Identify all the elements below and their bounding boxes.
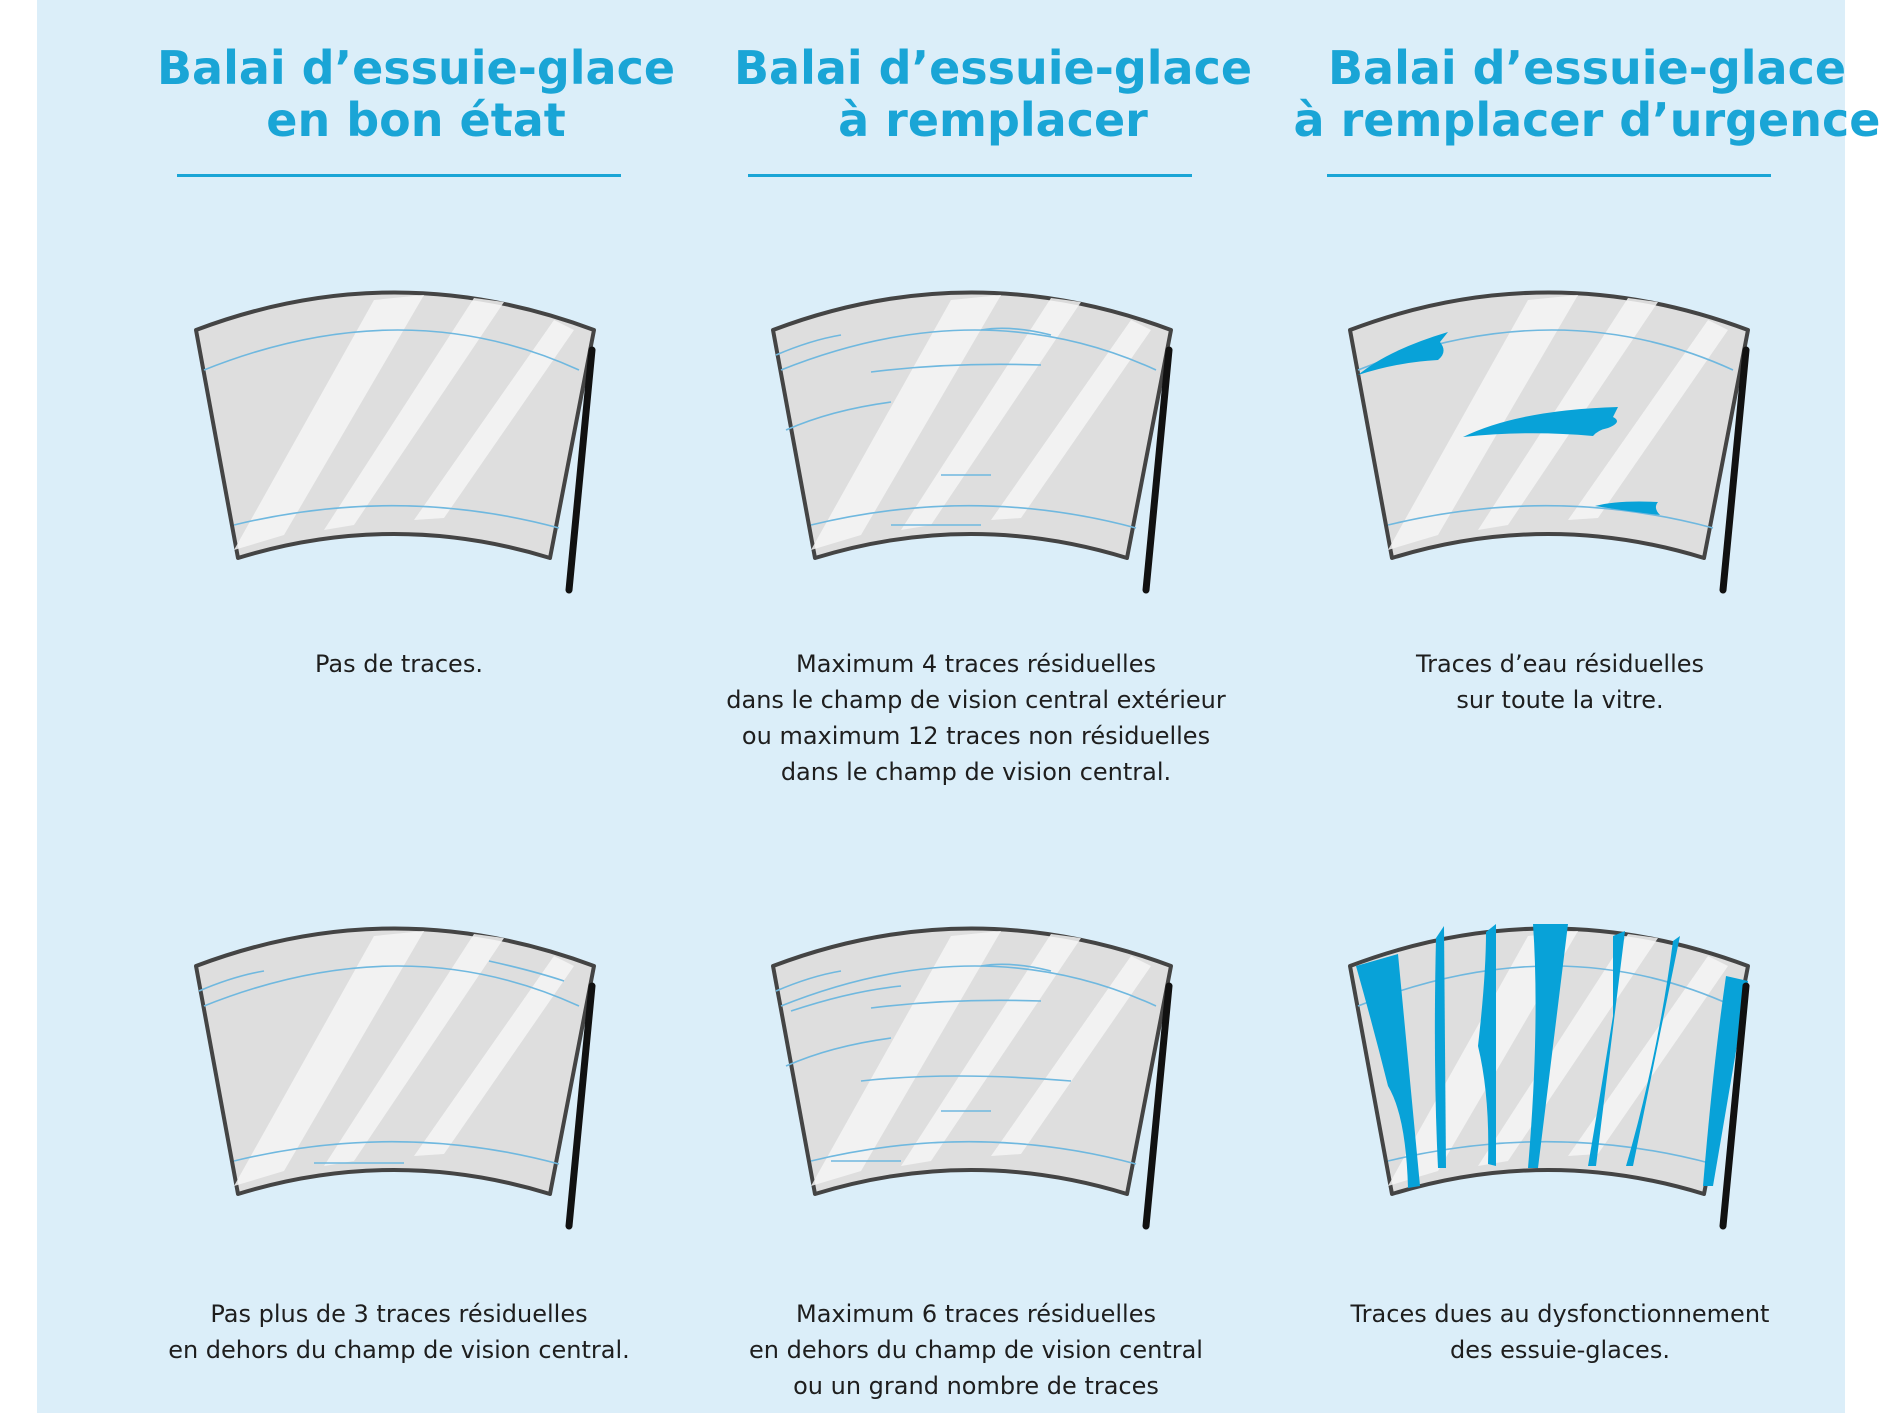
caption-line: Maximum 6 traces résiduelles	[796, 1300, 1156, 1328]
title-underline	[1327, 174, 1771, 177]
caption-line: en dehors du champ de vision central	[749, 1336, 1203, 1364]
caption-line: ou maximum 12 traces non résiduelles	[741, 722, 1211, 750]
caption-line: Maximum 4 traces résiduelles	[796, 650, 1156, 678]
windshield-icon	[194, 290, 596, 560]
title-line: en bon état	[266, 93, 566, 147]
windshield-icon	[771, 290, 1173, 560]
wiper-blade-icon	[1719, 982, 1750, 1230]
caption-line: ou un grand nombre de traces	[793, 1372, 1159, 1400]
wiper-blade-icon	[1142, 346, 1173, 594]
windshield-urgent-2	[1348, 924, 1750, 1230]
wiper-blade-icon	[565, 982, 596, 1230]
caption-line: sur toute la vitre.	[1456, 686, 1664, 714]
caption-line: Traces dues au dysfonctionnement	[1350, 1300, 1770, 1328]
wiper-blade-icon	[565, 346, 596, 594]
water-streak-icon	[1358, 332, 1660, 515]
title-line: Balai d’essuie-glace	[733, 41, 1253, 95]
caption-line: Pas plus de 3 traces résiduelles	[210, 1300, 588, 1328]
windshield-replace-2	[771, 926, 1173, 1230]
windshield-replace-1	[771, 290, 1173, 594]
caption-line: en dehors du champ de vision central.	[168, 1336, 630, 1364]
column-title-good: Balai d’essuie-glace en bon état	[136, 42, 696, 146]
caption-urgent-1: Traces d’eau résiduelles sur toute la vi…	[1250, 646, 1870, 718]
caption-line: Traces d’eau résiduelles	[1415, 650, 1705, 678]
caption-replace-1: Maximum 4 traces résiduelles dans le cha…	[666, 646, 1286, 790]
title-underline	[177, 174, 621, 177]
caption-line: dans le champ de vision central.	[780, 758, 1172, 786]
windshield-urgent-1	[1348, 290, 1750, 594]
windshield-icon	[194, 926, 596, 1196]
caption-good-2: Pas plus de 3 traces résiduelles en deho…	[89, 1296, 709, 1368]
caption-line: dans le champ de vision central extérieu…	[726, 686, 1226, 714]
caption-line: Pas de traces.	[315, 650, 483, 678]
infographic-panel: Balai d’essuie-glace en bon état Balai d…	[37, 0, 1880, 1413]
title-underline	[748, 174, 1192, 177]
column-title-urgent: Balai d’essuie-glace à remplacer d’urgen…	[1287, 42, 1884, 146]
wiper-blade-icon	[1719, 346, 1750, 594]
windshield-icon	[771, 926, 1173, 1196]
title-line: Balai d’essuie-glace	[156, 41, 676, 95]
caption-replace-2: Maximum 6 traces résiduelles en dehors d…	[666, 1296, 1286, 1404]
title-line: à remplacer d’urgence	[1293, 93, 1881, 147]
title-line: à remplacer	[838, 93, 1148, 147]
caption-line: des essuie-glaces.	[1450, 1336, 1670, 1364]
caption-urgent-2: Traces dues au dysfonctionnement des ess…	[1250, 1296, 1870, 1368]
column-title-replace: Balai d’essuie-glace à remplacer	[713, 42, 1273, 146]
windshield-good-1	[194, 290, 596, 594]
windshield-good-2	[194, 926, 596, 1230]
water-streak-icon	[1356, 924, 1748, 1188]
title-line: Balai d’essuie-glace	[1327, 41, 1847, 95]
wiper-blade-icon	[1142, 982, 1173, 1230]
caption-good-1: Pas de traces.	[89, 646, 709, 682]
